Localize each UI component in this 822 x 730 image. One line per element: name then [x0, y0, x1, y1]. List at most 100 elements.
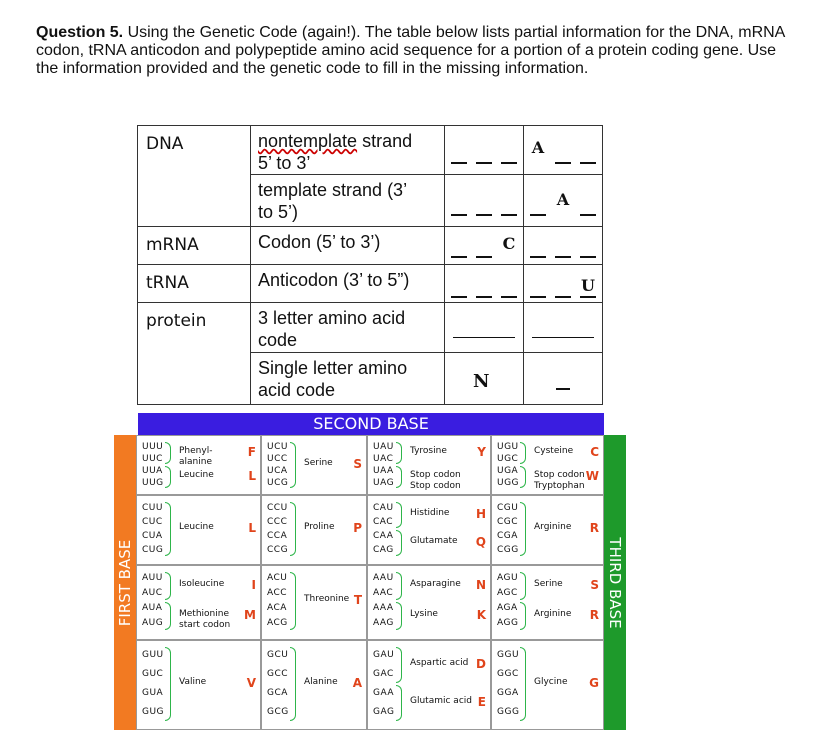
codon-bracket	[290, 647, 296, 721]
amino-acid-name: Cysteine	[534, 446, 574, 456]
three-letter-col2[interactable]	[523, 302, 603, 353]
codon-bracket	[396, 572, 402, 600]
codon-list: UUU UUC UUA UUG	[142, 442, 164, 488]
amino-acid-letter: L	[248, 469, 256, 483]
trna-label: tRNA	[137, 264, 251, 303]
blank[interactable]	[555, 142, 571, 164]
anticodon-col1[interactable]	[444, 264, 524, 303]
second-base-header: SECOND BASE	[138, 413, 604, 435]
given-base: A	[556, 190, 570, 209]
codon-col1[interactable]: C	[444, 226, 524, 265]
amino-acid-name: Serine	[534, 579, 563, 589]
nontemplate-word: nontemplate	[258, 131, 358, 151]
amino-acid-name: Asparagine	[410, 579, 461, 589]
blank[interactable]	[530, 194, 546, 216]
template-col2[interactable]: A	[523, 174, 603, 227]
amino-acid-letter: S	[590, 578, 599, 592]
codon-list: CGU CGC CGA CGG	[497, 503, 519, 555]
amino-acid-letter: T	[353, 593, 362, 607]
codon-bracket	[165, 572, 171, 600]
blank[interactable]	[451, 194, 467, 216]
worksheet-table: DNA nontemplate strand 5’ to 3’ A templa…	[137, 125, 603, 405]
blank[interactable]	[501, 276, 517, 298]
amino-acid-name: Arginine	[534, 522, 572, 532]
amino-acid-letter: V	[246, 676, 256, 690]
blank[interactable]	[451, 142, 467, 164]
answer-line[interactable]	[532, 337, 594, 338]
blank[interactable]	[555, 236, 571, 258]
nontemplate-col2[interactable]: A	[523, 125, 603, 175]
blank[interactable]	[580, 194, 596, 216]
codon-list: AGU AGC AGA AGG	[497, 573, 519, 628]
codon-desc: Codon (5’ to 3’)	[250, 226, 445, 265]
amino-acid-letter: P	[353, 521, 362, 535]
amino-acid-letter: N	[475, 578, 486, 592]
anticodon-desc: Anticodon (3’ to 5”)	[250, 264, 445, 303]
amino-acid-name: Lysine	[410, 609, 438, 619]
first-base-label: FIRST BASE	[116, 539, 134, 626]
blank[interactable]	[555, 276, 571, 298]
blank[interactable]	[501, 142, 517, 164]
blank[interactable]	[530, 236, 546, 258]
codon-list: CAU CAC CAA CAG	[373, 503, 394, 555]
blank[interactable]	[530, 276, 546, 298]
mrna-label: mRNA	[137, 226, 251, 265]
template-col1[interactable]	[444, 174, 524, 227]
codon-bracket	[520, 442, 526, 464]
codon-list: GGU GGC GGA GGG	[497, 650, 520, 717]
given-base: C	[502, 234, 516, 253]
three-letter-col1[interactable]	[444, 302, 524, 353]
blank[interactable]	[451, 236, 467, 258]
nontemplate-desc: nontemplate strand 5’ to 3’	[250, 125, 445, 175]
codon-bracket	[396, 466, 402, 488]
dna-label: DNA	[137, 125, 251, 175]
codon-list: UGU UGC UGA UGG	[497, 442, 520, 488]
codon-list: GAU GAC GAA GAG	[373, 650, 395, 717]
amino-acid-name: Serine	[304, 458, 333, 468]
codon-list: UAU UAC UAA UAG	[373, 442, 395, 488]
codon-bracket	[396, 602, 402, 630]
amino-acid-letter: K	[476, 608, 486, 622]
codon-list: UCU UCC UCA UCG	[267, 442, 289, 488]
amino-acid-name: Histidine	[410, 508, 450, 518]
nontemplate-rest: strand	[357, 131, 413, 151]
codon-col2[interactable]	[523, 226, 603, 265]
blank[interactable]	[476, 194, 492, 216]
amino-acid-letter: H	[475, 507, 486, 521]
amino-acid-name: Tyrosine	[410, 446, 447, 456]
codon-bracket	[165, 647, 171, 721]
blank[interactable]	[451, 276, 467, 298]
answer-line[interactable]	[556, 388, 570, 390]
amino-acid-letter: I	[251, 578, 256, 592]
amino-acid-name: Aspartic acid	[410, 658, 469, 668]
amino-acid-letter: W	[585, 469, 599, 483]
answer-line[interactable]	[453, 337, 515, 338]
third-base-label: THIRD BASE	[606, 536, 624, 629]
blank[interactable]	[476, 276, 492, 298]
nontemplate-col1[interactable]	[444, 125, 524, 175]
single-letter-desc: Single letter amino acid code	[250, 352, 445, 405]
blank[interactable]	[476, 142, 492, 164]
anticodon-col2[interactable]: U	[523, 264, 603, 303]
blank[interactable]	[580, 142, 596, 164]
amino-acid-letter: S	[353, 457, 362, 471]
codon-bracket	[290, 442, 296, 488]
amino-acid-name: Methionine start codon	[179, 609, 231, 630]
blank[interactable]	[476, 236, 492, 258]
single-letter-col2[interactable]	[523, 352, 603, 405]
amino-acid-letter: D	[476, 657, 486, 671]
third-base-bar: THIRD BASE	[604, 435, 626, 730]
blank[interactable]: U	[580, 276, 596, 298]
blank[interactable]	[501, 194, 517, 216]
blank[interactable]	[580, 236, 596, 258]
amino-acid-name: Leucine	[179, 470, 214, 480]
question-body: Using the Genetic Code (again!). The tab…	[36, 24, 785, 77]
